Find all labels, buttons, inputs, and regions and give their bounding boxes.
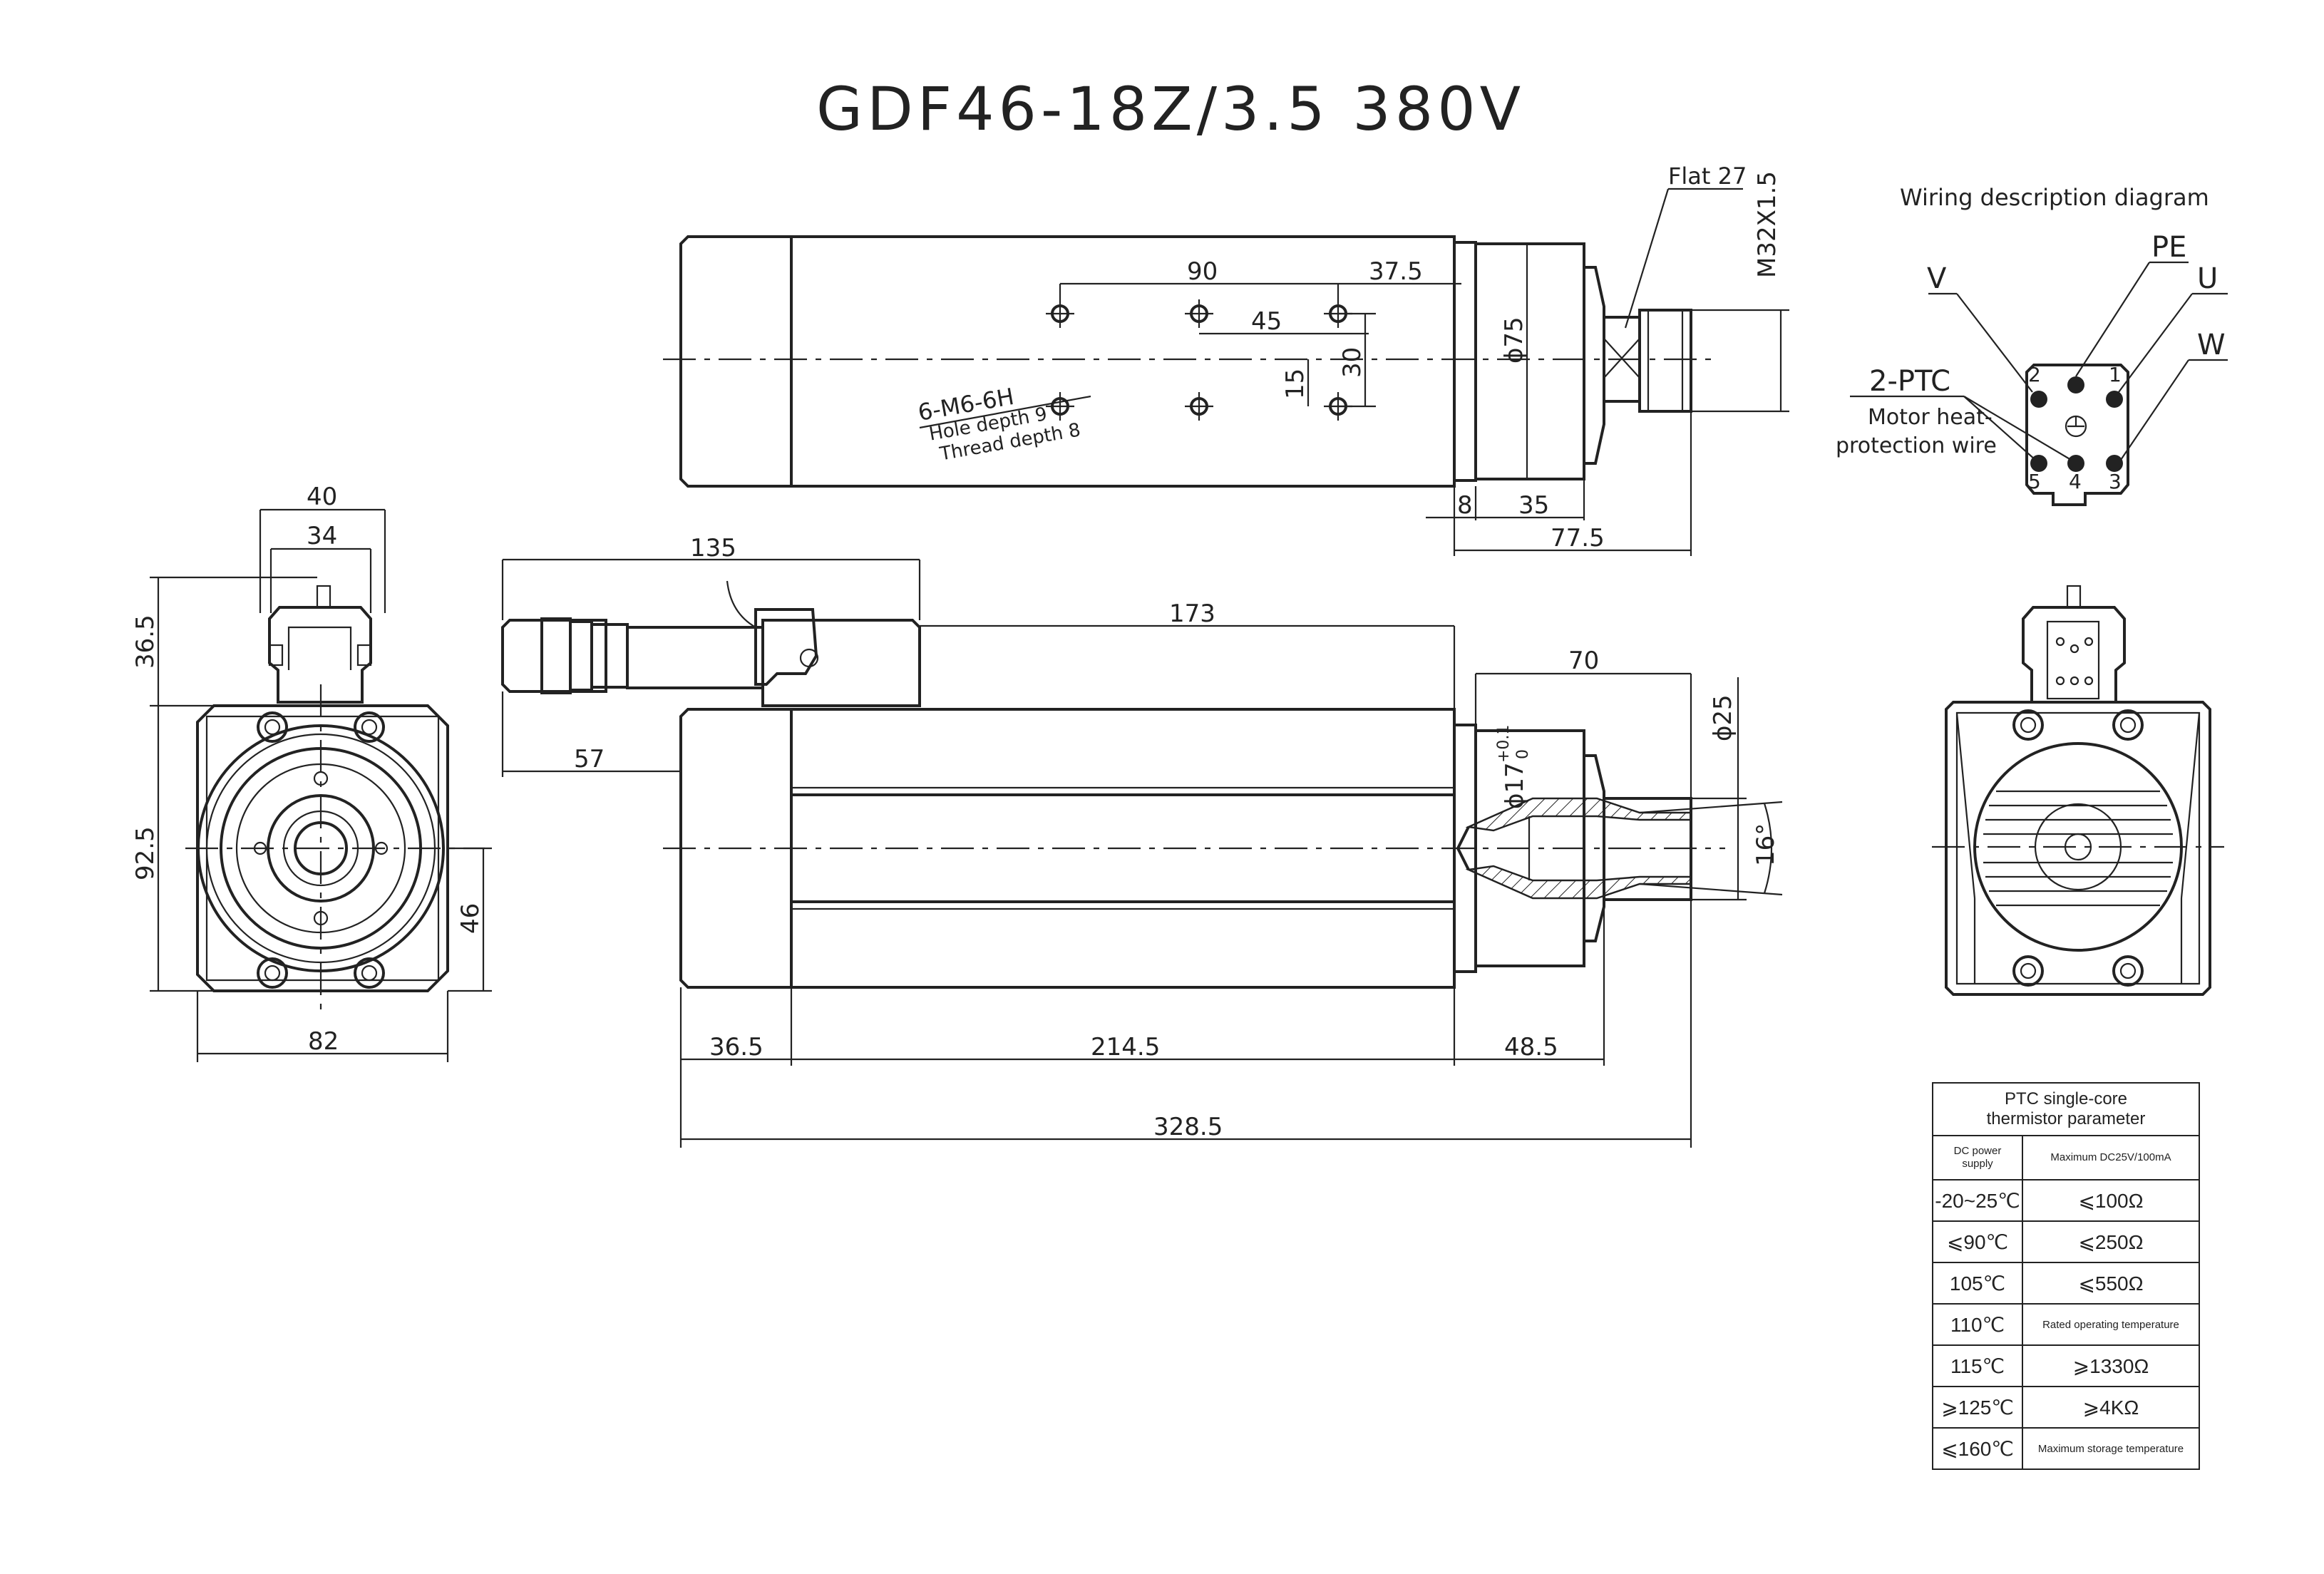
ptc-subheader-left: DC power supply (1932, 1135, 2023, 1180)
pin-2: 2 (2028, 363, 2041, 386)
front-view: 40 34 36.5 92.5 46 82 (131, 483, 492, 1062)
rear-body (1945, 701, 2211, 996)
wiring-title: Wiring description diagram (1900, 184, 2209, 211)
dim-30: 30 (1338, 347, 1367, 378)
dim-36-5-side: 36.5 (709, 1033, 763, 1061)
hole (1185, 392, 1213, 421)
ptc-subheader-right: Maximum DC25V/100mA (2022, 1135, 2200, 1180)
pin-5: 5 (2028, 470, 2041, 493)
dim-8: 8 (1457, 491, 1473, 520)
flat-label: Flat 27 (1668, 163, 1747, 190)
dim-46: 46 (456, 903, 485, 934)
dim-90: 90 (1187, 257, 1218, 286)
top-motor-body (679, 235, 1456, 488)
dim-135: 135 (690, 534, 736, 562)
ptc-table-header: PTC single-core thermistor parameter (1932, 1082, 2200, 1136)
thread-label: M32X1.5 (1753, 171, 1781, 278)
top-nose (1474, 242, 1585, 480)
dim-57: 57 (574, 745, 605, 773)
top-dimensions: 90 37.5 45 30 15 ϕ75 8 35 77.5 M32X1.5 (916, 163, 1789, 556)
pin-3: 3 (2109, 470, 2122, 493)
dim-92-5: 92.5 (131, 826, 160, 880)
dim-36-5: 36.5 (131, 614, 160, 669)
dim-phi75: ϕ75 (1500, 317, 1528, 364)
table-row: 105℃⩽550Ω (1932, 1262, 2200, 1305)
dim-40: 40 (307, 483, 337, 511)
dim-tol-upper: +0.1 (1495, 725, 1513, 763)
hole (1046, 299, 1074, 328)
dim-phi25: ϕ25 (1709, 694, 1737, 741)
top-collet-taper (1584, 266, 1605, 465)
rear-connector (2022, 606, 2126, 704)
table-row: -20~25℃⩽100Ω (1932, 1179, 2200, 1222)
pin-1: 1 (2109, 363, 2122, 386)
hole (1185, 299, 1213, 328)
connector-outline (2025, 364, 2129, 506)
table-row: 115℃⩾1330Ω (1932, 1344, 2200, 1387)
top-view: 90 37.5 45 30 15 ϕ75 8 35 77.5 M32X1.5 (663, 163, 1789, 556)
front-body (196, 704, 449, 992)
dim-45: 45 (1251, 307, 1282, 336)
dim-phi17: ϕ17 (1501, 762, 1529, 809)
dim-48-5: 48.5 (1504, 1033, 1558, 1061)
label-v: V (1927, 262, 1947, 295)
dim-35: 35 (1518, 491, 1549, 520)
dim-16deg: 16° (1752, 823, 1780, 866)
label-w: W (2197, 329, 2226, 361)
table-row: ⩽90℃⩽250Ω (1932, 1220, 2200, 1263)
rear-view (1932, 585, 2224, 996)
ptc-header-line1: PTC single-core (2004, 1089, 2128, 1109)
top-end-ring (1453, 241, 1477, 482)
hole (1046, 392, 1074, 421)
table-row: ⩾125℃⩾4KΩ (1932, 1386, 2200, 1429)
ptc-parameter-table: PTC single-core thermistor parameter DC … (1932, 1082, 2200, 1470)
dim-37-5: 37.5 (1369, 257, 1423, 286)
dim-70: 70 (1568, 647, 1599, 675)
side-view: 135 57 173 70 ϕ25 ϕ17 +0.1 0 16° (501, 534, 1783, 1148)
label-ptc-desc1: Motor heat- (1868, 405, 1993, 430)
front-dimensions: 40 34 36.5 92.5 46 82 (131, 483, 492, 1062)
dim-77-5: 77.5 (1551, 524, 1605, 552)
drawing-title: GDF46-18Z/3.5 380V (816, 74, 1525, 144)
dim-tol-lower: 0 (1514, 749, 1532, 759)
side-dimensions: 135 57 173 70 ϕ25 ϕ17 +0.1 0 16° (501, 534, 1783, 1148)
dim-173: 173 (1169, 600, 1215, 628)
dim-214-5: 214.5 (1091, 1033, 1160, 1061)
dim-328-5: 328.5 (1153, 1113, 1223, 1141)
label-ptc-desc2: protection wire (1836, 433, 1997, 458)
top-collet-nut (1638, 309, 1692, 413)
dim-82: 82 (308, 1027, 339, 1056)
wiring-diagram: Wiring description diagram 2 1 5 4 3 PE … (1836, 184, 2228, 506)
dim-34: 34 (307, 522, 337, 550)
cable-gland (501, 580, 921, 707)
front-corner-screws (257, 711, 385, 989)
rear-fan-grille (1983, 790, 2173, 907)
label-u: U (2197, 262, 2218, 295)
label-pe: PE (2151, 231, 2186, 264)
rear-corner-screws (2012, 709, 2144, 987)
pin-4: 4 (2069, 470, 2082, 493)
dim-15: 15 (1281, 369, 1310, 399)
label-ptc: 2-PTC (1869, 365, 1950, 398)
connector-pins (2030, 376, 2123, 472)
ptc-header-line2: thermistor parameter (1986, 1109, 2146, 1128)
